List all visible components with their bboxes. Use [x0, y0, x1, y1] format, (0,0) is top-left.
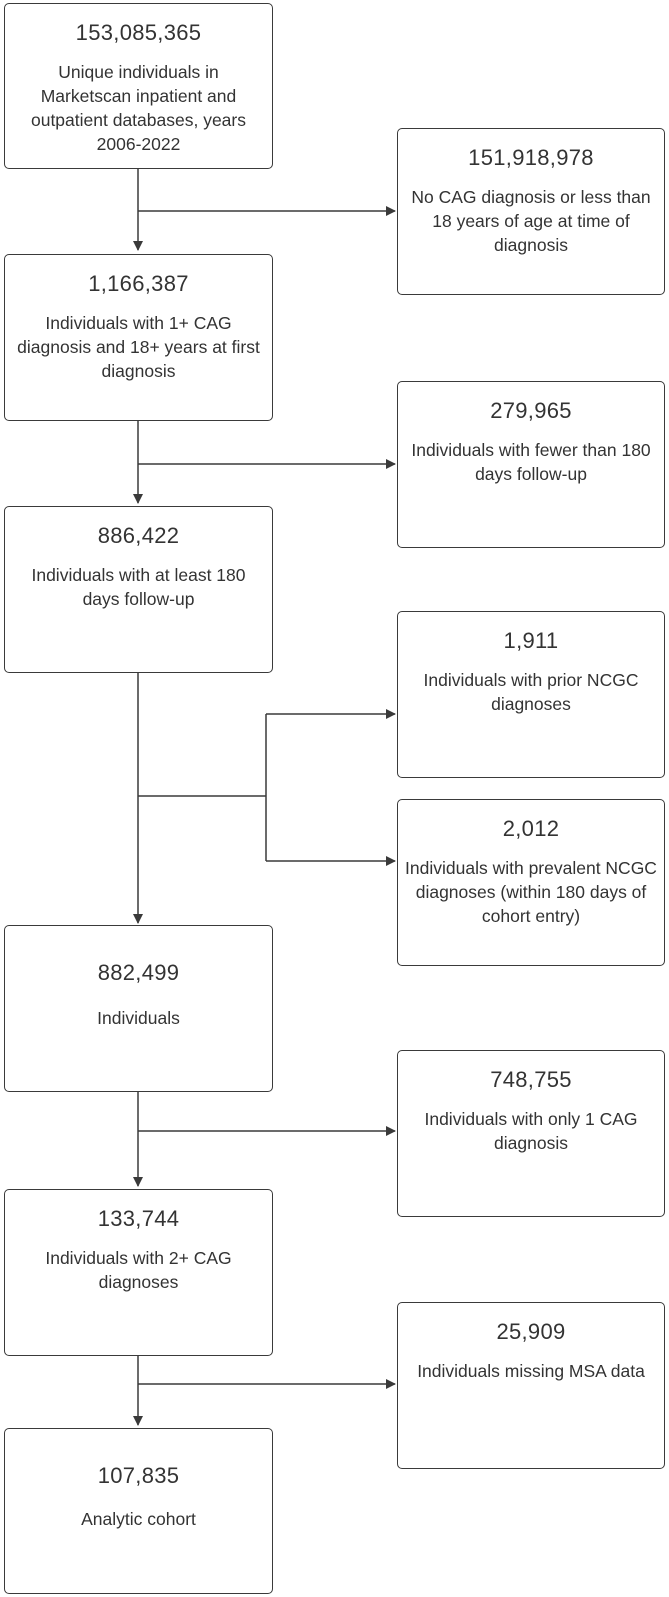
exclusion-box-3: 1,911 Individuals with prior NCGC diagno… — [397, 611, 665, 778]
exclusion-box-4: 2,012 Individuals with prevalent NCGC di… — [397, 799, 665, 966]
exclusion-box-1-count: 151,918,978 — [468, 145, 594, 170]
exclusion-box-2-desc: Individuals with fewer than 180 days fol… — [411, 440, 651, 484]
main-box-2-count: 1,166,387 — [88, 271, 189, 296]
main-box-6: 107,835 Analytic cohort — [4, 1428, 273, 1594]
main-box-2: 1,166,387 Individuals with 1+ CAG diagno… — [4, 254, 273, 421]
main-box-3-desc: Individuals with at least 180 days follo… — [31, 565, 246, 609]
main-box-6-desc: Analytic cohort — [81, 1509, 196, 1529]
exclusion-box-3-desc: Individuals with prior NCGC diagnoses — [423, 670, 639, 714]
exclusion-box-3-count: 1,911 — [503, 628, 559, 653]
exclusion-box-5-desc: Individuals with only 1 CAG diagnosis — [424, 1109, 638, 1153]
exclusion-box-5: 748,755 Individuals with only 1 CAG diag… — [397, 1050, 665, 1217]
exclusion-box-1-desc: No CAG diagnosis or less than 18 years o… — [411, 187, 651, 255]
main-box-1-count: 153,085,365 — [75, 20, 202, 45]
exclusion-box-5-count: 748,755 — [490, 1067, 572, 1092]
exclusion-box-1: 151,918,978 No CAG diagnosis or less tha… — [397, 128, 665, 295]
main-box-1-desc: Unique individuals in Marketscan inpatie… — [30, 62, 246, 154]
main-box-4: 882,499 Individuals — [4, 925, 273, 1092]
exclusion-box-6-desc: Individuals missing MSA data — [417, 1361, 645, 1381]
exclusion-box-2: 279,965 Individuals with fewer than 180 … — [397, 381, 665, 548]
main-box-2-desc: Individuals with 1+ CAG diagnosis and 18… — [17, 313, 260, 381]
exclusion-box-4-count: 2,012 — [502, 816, 560, 841]
main-box-3-count: 886,422 — [97, 523, 180, 548]
main-box-4-count: 882,499 — [97, 960, 180, 985]
exclusion-box-6-count: 25,909 — [496, 1319, 566, 1344]
main-box-3: 886,422 Individuals with at least 180 da… — [4, 506, 273, 673]
connector-split — [138, 714, 267, 861]
main-box-5-desc: Individuals with 2+ CAG diagnoses — [45, 1248, 232, 1292]
main-box-6-count: 107,835 — [97, 1463, 180, 1488]
exclusion-box-2-count: 279,965 — [490, 398, 572, 423]
main-box-4-desc: Individuals — [97, 1008, 180, 1028]
main-box-1: 153,085,365 Unique individuals in Market… — [4, 3, 273, 169]
exclusion-box-6: 25,909 Individuals missing MSA data — [397, 1302, 665, 1469]
main-box-5: 133,744 Individuals with 2+ CAG diagnose… — [4, 1189, 273, 1356]
exclusion-box-4-desc: Individuals with prevalent NCGC diagnose… — [405, 858, 657, 926]
main-box-5-count: 133,744 — [97, 1206, 180, 1231]
